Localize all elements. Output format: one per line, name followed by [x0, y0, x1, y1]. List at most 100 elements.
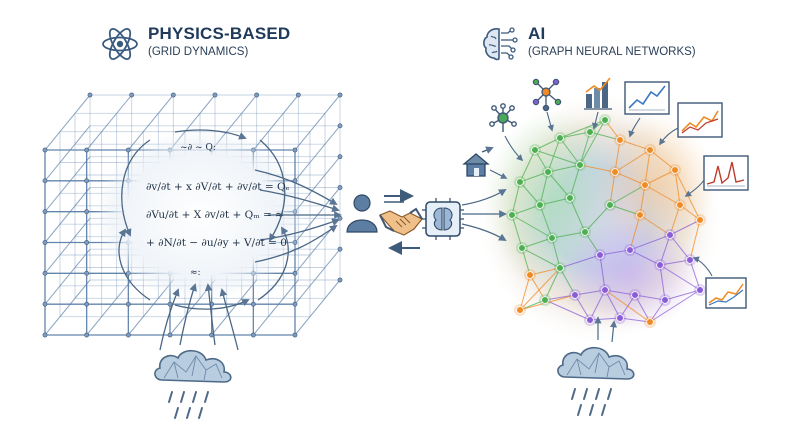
graph-node: [571, 291, 579, 299]
grid-line: [127, 94, 174, 151]
grid-line: [44, 218, 91, 274]
graph-nodes: [506, 114, 706, 328]
forecast-chart-icon: [705, 277, 747, 309]
flow-arrow: [259, 139, 286, 242]
physics-core-glow: [95, 130, 305, 300]
graph-edge: [544, 294, 576, 301]
physics-subtitle: (GRID DYNAMICS): [148, 46, 249, 58]
grid-node: [84, 209, 90, 215]
graph-edge: [579, 131, 591, 166]
physics-title: PHYSICS-BASED: [148, 24, 291, 43]
purple-cluster-glow: [560, 220, 700, 330]
graph-edge: [559, 267, 576, 296]
graph-edge: [629, 234, 671, 251]
grid-node: [84, 301, 90, 307]
graph-edge: [679, 204, 701, 221]
graph-edge: [534, 137, 561, 151]
graph-edge: [664, 289, 701, 301]
chart-panel-icon: [677, 102, 723, 138]
graph-edge: [689, 259, 701, 291]
input-arrows: [461, 188, 507, 242]
graph-edge: [644, 149, 651, 186]
graph-node: [576, 161, 584, 169]
graph-edge: [519, 149, 536, 183]
graph-edge: [529, 267, 561, 276]
graph-edge: [589, 289, 606, 321]
flow-arrow: [121, 139, 151, 237]
grid-line: [86, 279, 133, 336]
grid-node: [250, 332, 256, 338]
graph-edge: [551, 231, 586, 239]
orange-cluster-glow: [595, 115, 715, 255]
grid-node: [292, 270, 298, 276]
grid-line: [252, 279, 299, 336]
graph-node: [536, 201, 544, 209]
graph-edge: [579, 164, 616, 173]
graph-edge: [569, 164, 581, 199]
graph-edge: [547, 171, 571, 199]
graph-node: [566, 194, 574, 202]
graph-edge: [659, 264, 666, 301]
graph-edge: [519, 171, 549, 183]
grid-node: [84, 178, 90, 184]
graph-node: [606, 201, 614, 209]
graph-edge: [519, 267, 561, 311]
grid-node: [42, 240, 48, 245]
grid-node: [337, 123, 343, 129]
graph-node: [544, 168, 552, 176]
grid-node: [42, 270, 48, 276]
graph-node: [516, 178, 524, 186]
flow-arrow: [159, 288, 180, 351]
graph-edge: [547, 164, 581, 173]
grid-node: [42, 147, 48, 153]
graph-edge: [629, 249, 661, 266]
graph-node: [601, 116, 609, 124]
graph-edge: [559, 254, 601, 269]
grid-node: [295, 92, 301, 98]
grid-line: [252, 94, 299, 151]
graph-node: [556, 264, 564, 272]
grid-node: [337, 215, 343, 221]
grid-node: [170, 92, 176, 98]
graph-edge: [604, 289, 636, 296]
graph-edge: [539, 197, 571, 206]
grid-node: [125, 332, 131, 338]
grid-node: [292, 332, 298, 338]
graph-edge: [669, 219, 701, 236]
grid-node: [87, 92, 93, 98]
flow-arrow: [118, 228, 151, 301]
grid-line: [294, 279, 341, 336]
grid-line: [44, 125, 91, 182]
flow-arrow: [254, 224, 338, 263]
grid-node: [84, 147, 90, 153]
house-icon: [462, 146, 494, 177]
graph-edge: [534, 149, 549, 173]
grid-node: [84, 332, 90, 338]
ai-subtitle: (GRAPH NEURAL NETWORKS): [528, 46, 696, 58]
flow-arrow: [204, 283, 216, 346]
grid-node: [129, 92, 135, 98]
graph-node: [671, 166, 679, 174]
graph-edge: [619, 317, 651, 323]
grid-node: [292, 147, 298, 153]
equation-block: ~∂ ~ Q: ∂v/∂t + x ∂V/∂t + ∂v/∂t = Qₑ ∂Vu…: [146, 143, 290, 278]
atom-icon: [100, 24, 140, 64]
graph-edge: [629, 214, 641, 251]
graph-edge: [521, 247, 561, 269]
flow-arrows: [118, 129, 342, 351]
graph-edge: [639, 214, 671, 236]
rain-cloud-icon: [557, 346, 635, 416]
grid-node: [212, 92, 218, 98]
arrow-right-icon: [384, 189, 414, 203]
grid-node: [84, 270, 90, 276]
grid-line: [44, 248, 91, 305]
line-chart-icon: [624, 81, 670, 115]
spike-chart-icon: [703, 155, 749, 191]
flow-arrow: [174, 299, 250, 310]
graph-edge: [559, 137, 581, 166]
graph-edge: [519, 181, 541, 206]
graph-edge: [649, 289, 701, 323]
grid-node: [292, 301, 298, 307]
equation-line: ∂Vu/∂t + X ∂v/∂t + Qₘ = ≈: [146, 209, 284, 221]
